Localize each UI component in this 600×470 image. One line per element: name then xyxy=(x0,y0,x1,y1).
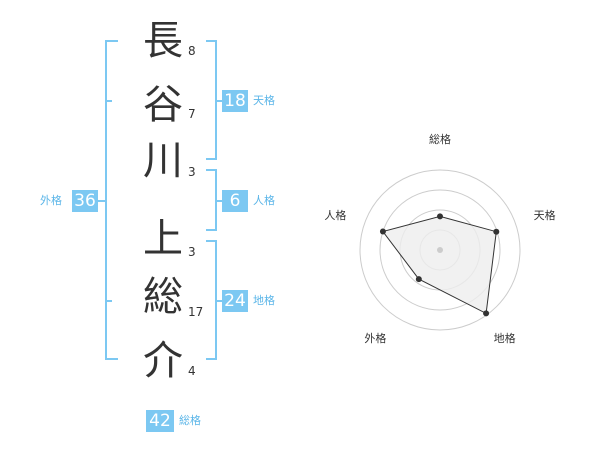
name-char-6: 介 xyxy=(143,338,183,384)
radar-point-3 xyxy=(483,310,490,317)
radar-point-1 xyxy=(437,213,443,220)
radar-point-4 xyxy=(415,276,422,283)
gaikaku-label: 外格 xyxy=(40,194,62,207)
chikaku-label: 地格 xyxy=(253,294,275,307)
name-char-3: 川 xyxy=(143,138,183,184)
name-char-4: 上 xyxy=(143,216,183,262)
radar-axis-label-1: 総格 xyxy=(429,133,451,146)
stroke-count-1: 8 xyxy=(188,44,196,58)
radar-polygon xyxy=(382,215,497,315)
radar-point-2 xyxy=(493,228,500,235)
tenkaku-value: 18 xyxy=(222,90,248,112)
radar-axis-label-4: 外格 xyxy=(364,331,387,345)
name-char-2: 谷 xyxy=(143,82,183,128)
radar-ring-4 xyxy=(359,169,521,331)
jinkaku-value: 6 xyxy=(222,190,248,212)
jinkaku-label: 人格 xyxy=(253,194,275,207)
radar-ring-3 xyxy=(379,189,501,311)
radar-point-5 xyxy=(379,228,386,235)
radar-axis-label-3: 地格 xyxy=(493,331,516,345)
stroke-count-4: 3 xyxy=(188,245,196,259)
radar-axis-label-5: 人格 xyxy=(324,209,347,222)
soukaku-value: 42 xyxy=(146,410,174,432)
stroke-count-2: 7 xyxy=(188,107,196,121)
stroke-count-5: 17 xyxy=(188,305,204,319)
stroke-count-6: 4 xyxy=(188,364,196,378)
soukaku-label: 総格 xyxy=(179,414,201,427)
radar-axis-label-2: 天格 xyxy=(533,209,556,222)
name-char-5: 総 xyxy=(143,274,183,320)
gaikaku-value: 36 xyxy=(72,190,98,212)
chikaku-value: 24 xyxy=(222,290,248,312)
stroke-count-3: 3 xyxy=(188,165,196,179)
radar-center xyxy=(437,247,443,253)
name-char-1: 長 xyxy=(143,18,183,64)
tenkaku-label: 天格 xyxy=(253,94,275,107)
